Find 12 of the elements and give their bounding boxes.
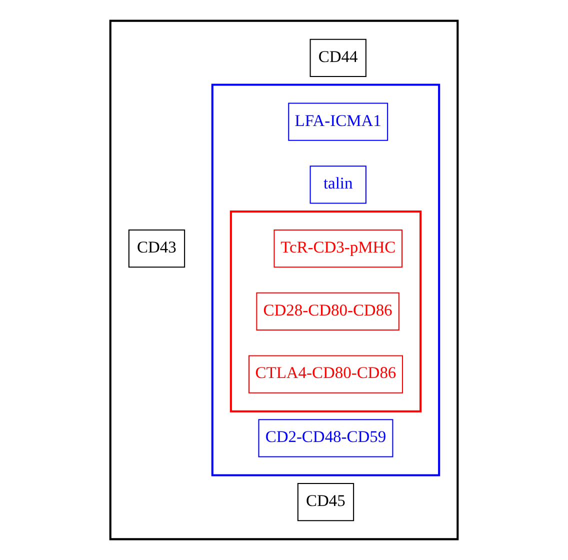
node-box: CTLA4-CD80-CD86 [248,355,404,394]
node-box: CD45 [297,483,354,522]
node-box: TcR-CD3-pMHC [274,230,402,268]
cluster [211,84,440,476]
node-box: CD2-CD48-CD59 [258,419,394,458]
cluster [109,20,459,540]
node-box: CD28-CD80-CD86 [256,292,400,330]
node-box: CD44 [310,38,366,77]
node-box: LFA-ICMA1 [288,102,388,141]
node-box: CD43 [128,230,186,268]
cluster [230,210,422,412]
node-box: talin [310,166,366,204]
